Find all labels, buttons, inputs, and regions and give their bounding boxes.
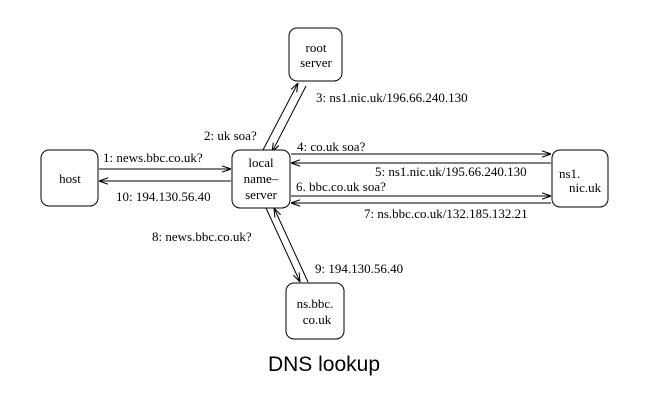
node-label-line: local xyxy=(248,155,274,170)
arrows xyxy=(99,83,551,282)
edge-label-2: 2: uk soa? xyxy=(204,128,257,143)
arrow-local-to-nsbbc xyxy=(265,207,300,282)
edge-label-10: 10: 194.130.56.40 xyxy=(116,189,211,204)
node-label-line: nic.uk xyxy=(569,180,602,195)
node-local-nameserver: local name– server xyxy=(231,149,291,209)
diagram-caption: DNS lookup xyxy=(268,353,380,376)
node-host: host xyxy=(40,149,99,207)
arrow-root-to-local xyxy=(272,85,307,152)
edge-label-5: 5: ns1.nic.uk/195.66.240.130 xyxy=(375,164,527,179)
arrow-nsbbc-to-local xyxy=(274,208,309,283)
node-label-line: root xyxy=(306,40,327,55)
node-root-server: root server xyxy=(288,27,343,82)
edge-label-7: 7: ns.bbc.co.uk/132.185.132.21 xyxy=(364,206,528,221)
node-label-line: ns.bbc. xyxy=(297,296,334,311)
edge-label-1: 1: news.bbc.co.uk? xyxy=(103,150,203,165)
edge-labels: 1: news.bbc.co.uk? 2: uk soa? 3: ns1.nic… xyxy=(103,90,528,276)
arrow-local-to-root xyxy=(262,83,298,151)
edge-label-9: 9: 194.130.56.40 xyxy=(315,261,403,276)
node-label-line: host xyxy=(59,171,81,186)
node-ns-bbc-co-uk: ns.bbc. co.uk xyxy=(285,282,345,340)
node-label-line: co.uk xyxy=(303,312,332,327)
edge-label-4: 4: co.uk soa? xyxy=(297,139,365,154)
node-label-line: server xyxy=(300,55,332,70)
edge-label-8: 8: news.bbc.co.uk? xyxy=(152,229,252,244)
edge-label-6: 6. bbc.co.uk soa? xyxy=(296,179,386,194)
node-label-line: ns1. xyxy=(559,166,580,181)
edge-label-3: 3: ns1.nic.uk/196.66.240.130 xyxy=(316,90,468,105)
node-ns1-nic-uk: ns1. nic.uk xyxy=(551,149,609,208)
node-label-line: name– xyxy=(244,171,279,186)
node-label-line: server xyxy=(245,187,277,202)
